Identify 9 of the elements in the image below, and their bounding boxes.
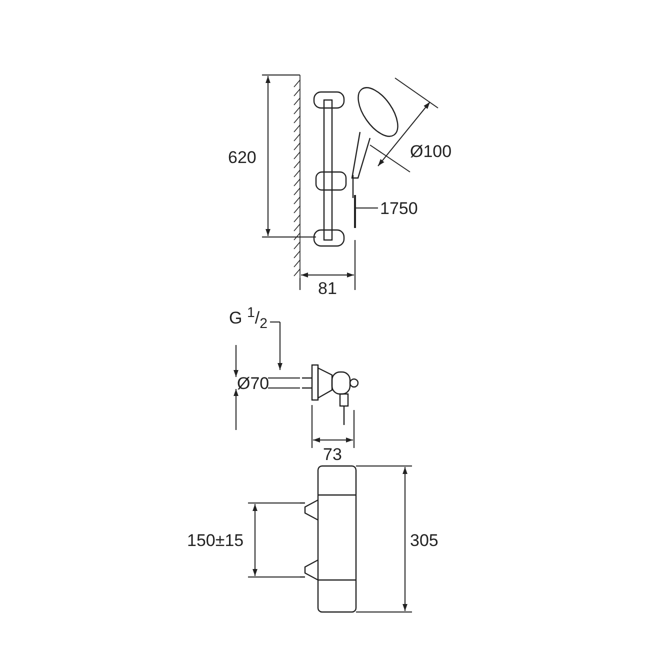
dimension-value: 81 — [318, 280, 337, 297]
dimension-value: 620 — [228, 149, 256, 166]
dimension-value: 150±15 — [187, 532, 244, 549]
diameter-value: Ø70 — [237, 375, 270, 392]
dimension-value: 73 — [323, 446, 342, 463]
hose-length-value: 1750 — [380, 200, 418, 217]
thread-size: G $^{1}$/$_{2}$ — [229, 306, 268, 332]
diameter-value: Ø100 — [410, 143, 452, 160]
dimension-value: 305 — [410, 532, 438, 549]
